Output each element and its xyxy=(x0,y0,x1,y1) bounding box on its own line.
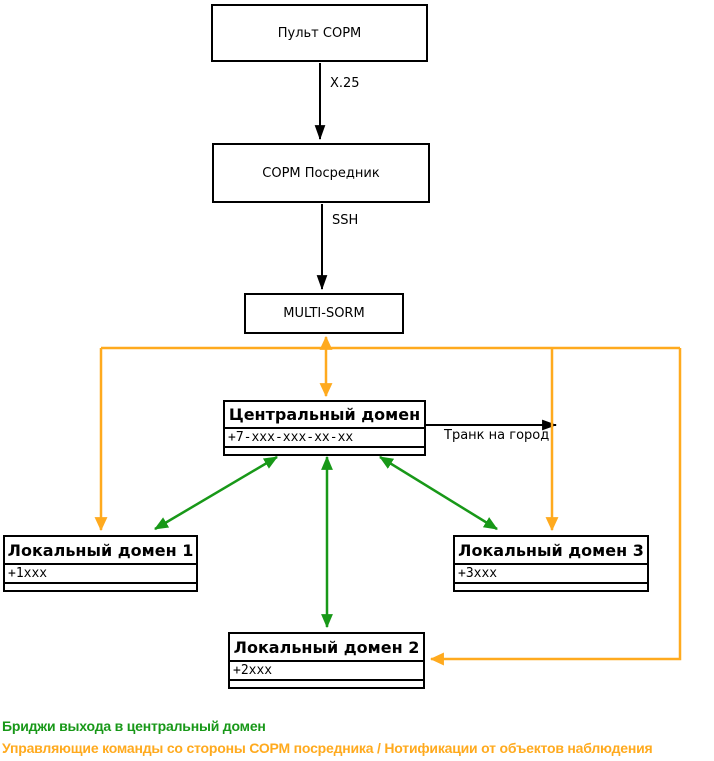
orange-arrow-to-local2 xyxy=(429,348,682,666)
central-domain-number: +7-xxx-xxx-xx-xx xyxy=(225,429,424,448)
local-domain-1-number: +1xxx xyxy=(5,565,196,584)
local-domain-1-empty-compartment xyxy=(5,584,196,590)
x25-edge-label: X.25 xyxy=(330,76,360,91)
local-domain-2-title: Локальный домен 2 xyxy=(230,634,423,662)
node-sorm-mediator-label: СОРМ Посредник xyxy=(262,165,380,181)
node-multi-sorm-label: MULTI-SORM xyxy=(283,306,365,321)
central-domain-empty-compartment xyxy=(225,448,424,454)
ssh-edge-label: SSH xyxy=(332,213,359,228)
trunk-edge-label: Транк на город xyxy=(444,428,550,443)
node-sorm-mediator: СОРМ Посредник xyxy=(212,143,430,203)
node-local-domain-1: Локальный домен 1 +1xxx xyxy=(3,535,198,592)
green-bridge-central-local1 xyxy=(154,455,278,531)
local-domain-1-title: Локальный домен 1 xyxy=(5,537,196,565)
local-domain-3-empty-compartment xyxy=(455,584,647,590)
node-central-domain: Центральный домен +7-xxx-xxx-xx-xx xyxy=(223,400,426,456)
node-pult-sorm-label: Пульт СОРМ xyxy=(277,25,362,41)
legend-green-bridges: Бриджи выхода в центральный домен xyxy=(2,718,266,734)
node-local-domain-3: Локальный домен 3 +3xxx xyxy=(453,535,649,592)
local-domain-3-number: +3xxx xyxy=(455,565,647,584)
green-bridge-central-local3 xyxy=(379,455,498,531)
node-multi-sorm: MULTI-SORM xyxy=(244,293,404,334)
node-local-domain-2: Локальный домен 2 +2xxx xyxy=(228,632,425,689)
local-domain-2-number: +2xxx xyxy=(230,662,423,681)
node-pult-sorm: Пульт СОРМ xyxy=(211,4,428,62)
legend-orange-commands: Управляющие команды со стороны СОРМ поср… xyxy=(2,740,653,756)
local-domain-3-title: Локальный домен 3 xyxy=(455,537,647,565)
local-domain-2-empty-compartment xyxy=(230,681,423,687)
central-domain-title: Центральный домен xyxy=(225,402,424,429)
